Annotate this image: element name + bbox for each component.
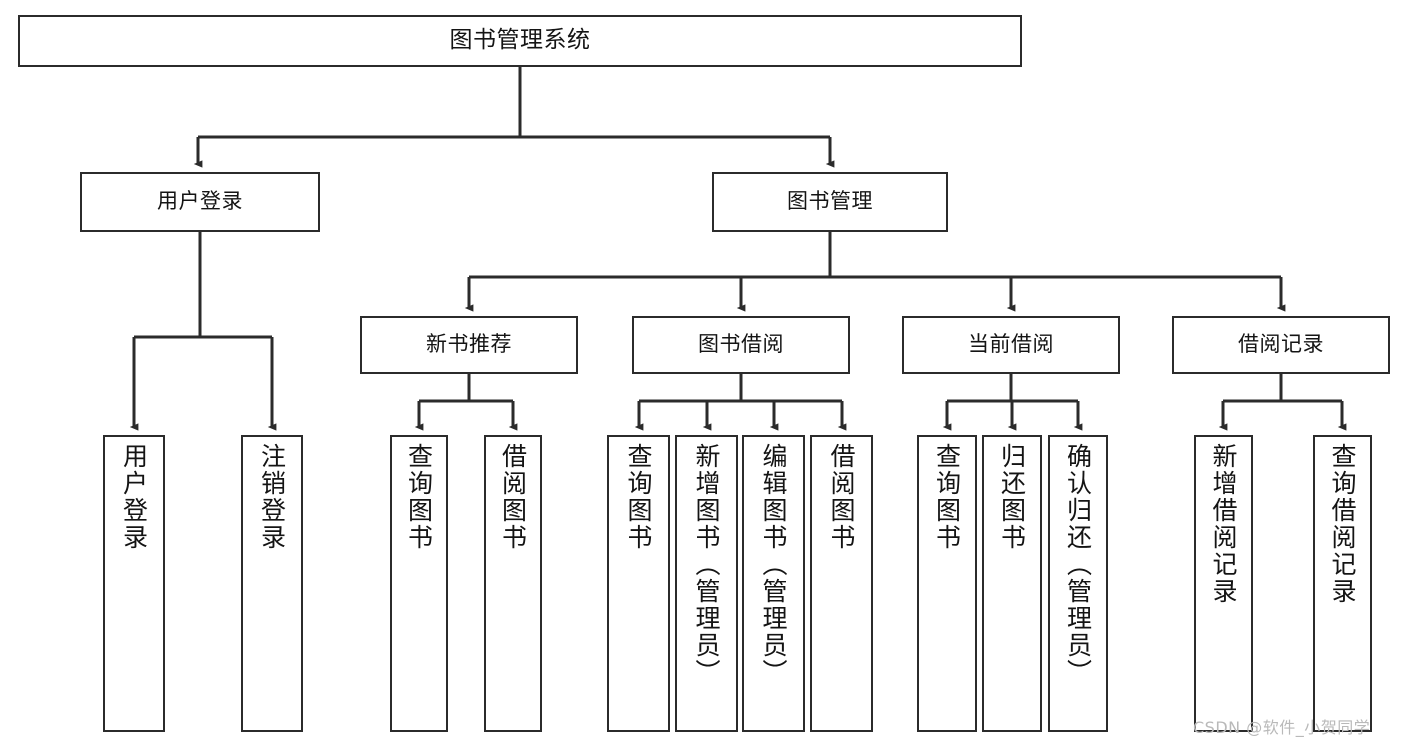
node-leaf-add-book-admin[interactable]: 新增图书（管理员） [675,435,738,732]
node-leaf-logout[interactable]: 注销登录 [241,435,303,732]
node-leaf-user-login-label: 用户登录 [119,443,149,551]
node-leaf-query-book-borrow[interactable]: 查询图书 [607,435,670,732]
node-leaf-borrow-book-rec-label: 借阅图书 [498,443,528,551]
node-book-borrow-label: 图书借阅 [698,332,784,357]
node-leaf-query-book-borrow-label: 查询图书 [624,443,653,551]
node-leaf-add-book-admin-label: 新增图书（管理员） [692,443,721,686]
node-leaf-logout-label: 注销登录 [257,443,287,551]
node-book-manage[interactable]: 图书管理 [712,172,948,232]
node-leaf-return-book[interactable]: 归还图书 [982,435,1042,732]
node-new-book-recommend-label: 新书推荐 [426,332,512,357]
node-new-book-recommend[interactable]: 新书推荐 [360,316,578,374]
node-leaf-borrow-book[interactable]: 借阅图书 [810,435,873,732]
node-borrow-record-label: 借阅记录 [1238,332,1324,357]
node-root-label: 图书管理系统 [449,27,591,54]
node-leaf-borrow-book-rec[interactable]: 借阅图书 [484,435,542,732]
node-leaf-confirm-return-admin-label: 确认归还（管理员） [1063,443,1093,686]
node-leaf-add-borrow-record-label: 新增借阅记录 [1209,443,1238,605]
node-leaf-return-book-label: 归还图书 [997,443,1027,551]
node-leaf-add-borrow-record[interactable]: 新增借阅记录 [1194,435,1253,732]
node-leaf-query-book-current[interactable]: 查询图书 [917,435,977,732]
node-borrow-record[interactable]: 借阅记录 [1172,316,1390,374]
node-root-system[interactable]: 图书管理系统 [18,15,1022,67]
node-book-borrow[interactable]: 图书借阅 [632,316,850,374]
node-current-borrow[interactable]: 当前借阅 [902,316,1120,374]
node-leaf-edit-book-admin[interactable]: 编辑图书（管理员） [742,435,805,732]
node-leaf-query-book-rec[interactable]: 查询图书 [390,435,448,732]
node-leaf-query-book-rec-label: 查询图书 [404,443,434,551]
node-leaf-query-borrow-record[interactable]: 查询借阅记录 [1313,435,1372,732]
node-leaf-confirm-return-admin[interactable]: 确认归还（管理员） [1048,435,1108,732]
node-user-login[interactable]: 用户登录 [80,172,320,232]
node-leaf-query-borrow-record-label: 查询借阅记录 [1328,443,1357,605]
csdn-watermark: CSDN @软件_小贺同学 [1193,718,1371,737]
node-leaf-borrow-book-label: 借阅图书 [827,443,856,551]
node-book-manage-label: 图书管理 [787,189,873,214]
node-leaf-user-login[interactable]: 用户登录 [103,435,165,732]
node-leaf-edit-book-admin-label: 编辑图书（管理员） [759,443,788,686]
node-leaf-query-book-current-label: 查询图书 [932,443,962,551]
node-user-login-label: 用户登录 [157,189,243,214]
node-current-borrow-label: 当前借阅 [968,332,1054,357]
